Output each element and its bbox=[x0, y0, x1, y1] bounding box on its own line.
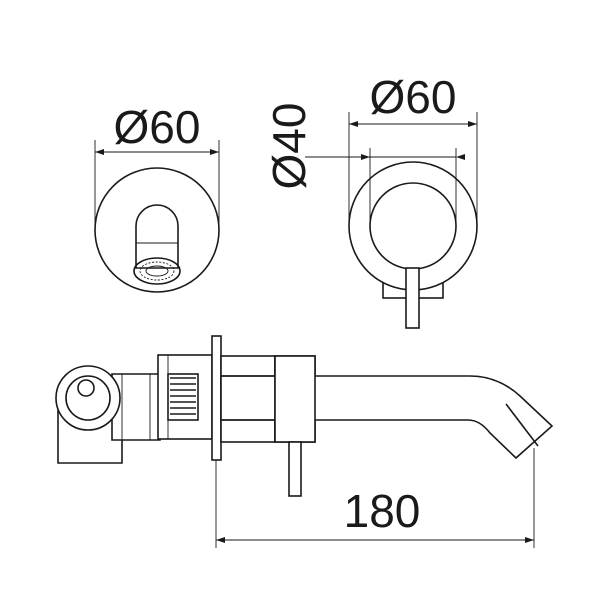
lever-handle bbox=[405, 267, 420, 329]
dim-label-front-plate: Ø60 bbox=[114, 101, 201, 153]
spout-tube bbox=[135, 204, 179, 269]
dim-side-plate-outer: Ø60 bbox=[348, 71, 478, 226]
dim-label-side-plate-inner: Ø40 bbox=[263, 103, 315, 190]
inner-housing bbox=[157, 354, 213, 440]
dim-spout-length: 180 bbox=[215, 448, 535, 548]
valve-outlet bbox=[77, 379, 95, 397]
spout-pipe bbox=[220, 375, 554, 460]
dim-label-spout-length: 180 bbox=[344, 485, 421, 537]
dim-label-side-plate-outer: Ø60 bbox=[370, 71, 457, 123]
spout-tip-line bbox=[505, 403, 539, 447]
wall-plate bbox=[211, 335, 222, 461]
spout-front-view bbox=[94, 167, 220, 293]
dim-side-plate-inner: Ø40 bbox=[263, 103, 465, 226]
dim-front-plate: Ø60 bbox=[94, 101, 220, 230]
mixer-side-view bbox=[55, 335, 554, 497]
lever-handle-side bbox=[288, 441, 302, 497]
spout-outlet bbox=[133, 257, 181, 285]
mixer-front-view bbox=[348, 161, 478, 329]
